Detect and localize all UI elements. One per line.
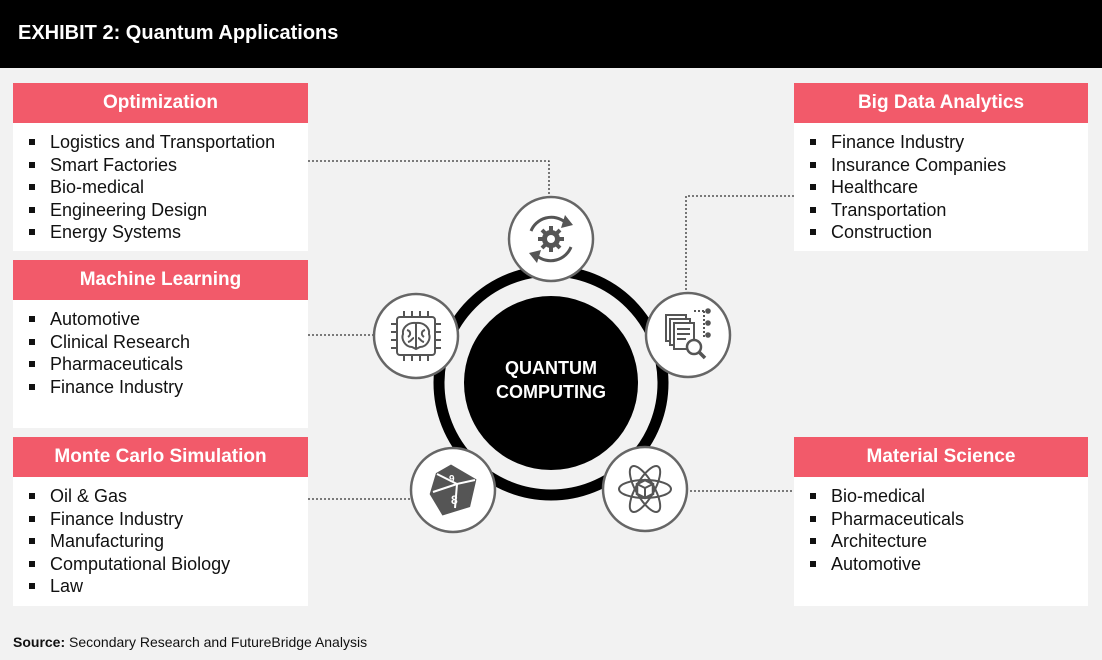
- page-title: EXHIBIT 2: Quantum Applications: [18, 22, 339, 44]
- card-list: Finance Industry Insurance Companies Hea…: [794, 123, 1088, 244]
- list-item: Law: [29, 575, 308, 598]
- card-list: Automotive Clinical Research Pharmaceuti…: [13, 300, 308, 398]
- source-text: Secondary Research and FutureBridge Anal…: [65, 634, 368, 650]
- bullet-icon: [810, 229, 816, 235]
- hub-label-line1: QUANTUM: [505, 358, 597, 378]
- list-item: Engineering Design: [29, 199, 308, 222]
- card-title: Machine Learning: [13, 260, 308, 300]
- gear-cycle-icon: [529, 215, 573, 263]
- dice-icon: 9 8: [429, 464, 477, 516]
- list-item: Construction: [810, 221, 1088, 244]
- svg-text:9: 9: [449, 474, 455, 485]
- card-title: Big Data Analytics: [794, 83, 1088, 123]
- list-item: Finance Industry: [29, 376, 308, 399]
- hub-circle: [464, 296, 638, 470]
- card-title: Optimization: [13, 83, 308, 123]
- list-item: Automotive: [29, 308, 308, 331]
- bullet-icon: [29, 538, 35, 544]
- list-item: Pharmaceuticals: [29, 353, 308, 376]
- bullet-icon: [810, 184, 816, 190]
- bullet-icon: [29, 229, 35, 235]
- brain-chip-icon: [391, 311, 441, 361]
- card-list: Oil & Gas Finance Industry Manufacturing…: [13, 477, 308, 598]
- document-analysis-icon: [665, 308, 711, 360]
- bullet-icon: [810, 515, 816, 522]
- bullet-icon: [29, 206, 35, 213]
- header-bar: EXHIBIT 2: Quantum Applications: [0, 0, 1102, 68]
- bullet-icon: [29, 493, 35, 499]
- list-item: Finance Industry: [810, 131, 1088, 154]
- list-item: Bio-medical: [29, 176, 308, 199]
- connector-optimization: [308, 160, 550, 200]
- list-item: Clinical Research: [29, 331, 308, 354]
- list-item: Logistics and Transportation: [29, 131, 308, 154]
- bullet-icon: [810, 206, 816, 213]
- list-item: Energy Systems: [29, 221, 308, 244]
- hub-label: QUANTUM COMPUTING: [465, 356, 637, 404]
- list-item: Smart Factories: [29, 154, 308, 177]
- bullet-icon: [810, 493, 816, 499]
- bullet-icon: [29, 361, 35, 367]
- bullet-icon: [29, 161, 35, 168]
- bullet-icon: [29, 515, 35, 522]
- list-item: Automotive: [810, 553, 1088, 576]
- list-item: Computational Biology: [29, 553, 308, 576]
- list-item: Finance Industry: [29, 508, 308, 531]
- list-item: Insurance Companies: [810, 154, 1088, 177]
- list-item: Healthcare: [810, 176, 1088, 199]
- card-big-data-analytics: Big Data Analytics Finance Industry Insu…: [794, 83, 1088, 251]
- bullet-icon: [29, 560, 35, 567]
- list-item: Architecture: [810, 530, 1088, 553]
- card-material-science: Material Science Bio-medical Pharmaceuti…: [794, 437, 1088, 606]
- hub-label-line2: COMPUTING: [496, 382, 606, 402]
- list-item: Transportation: [810, 199, 1088, 222]
- source-label: Source:: [13, 634, 66, 650]
- card-title: Material Science: [794, 437, 1088, 477]
- bullet-icon: [29, 383, 35, 390]
- bullet-icon: [29, 316, 35, 322]
- source-note: Source: Secondary Research and FutureBri…: [13, 634, 367, 650]
- bullet-icon: [29, 338, 35, 345]
- list-item: Bio-medical: [810, 485, 1088, 508]
- bullet-icon: [810, 161, 816, 168]
- svg-text:8: 8: [451, 493, 458, 507]
- connector-big-data: [685, 195, 794, 294]
- bullet-icon: [810, 139, 816, 145]
- list-item: Manufacturing: [29, 530, 308, 553]
- bullet-icon: [810, 538, 816, 544]
- bullet-icon: [29, 184, 35, 190]
- card-monte-carlo: Monte Carlo Simulation Oil & Gas Finance…: [13, 437, 308, 606]
- card-optimization: Optimization Logistics and Transportatio…: [13, 83, 308, 251]
- bullet-icon: [29, 139, 35, 145]
- bullet-icon: [810, 560, 816, 567]
- card-title: Monte Carlo Simulation: [13, 437, 308, 477]
- bullet-icon: [29, 583, 35, 589]
- list-item: Oil & Gas: [29, 485, 308, 508]
- card-machine-learning: Machine Learning Automotive Clinical Res…: [13, 260, 308, 428]
- list-item: Pharmaceuticals: [810, 508, 1088, 531]
- atom-icon: [618, 465, 672, 513]
- card-list: Bio-medical Pharmaceuticals Architecture…: [794, 477, 1088, 575]
- connectors: [308, 160, 794, 500]
- card-list: Logistics and Transportation Smart Facto…: [13, 123, 308, 244]
